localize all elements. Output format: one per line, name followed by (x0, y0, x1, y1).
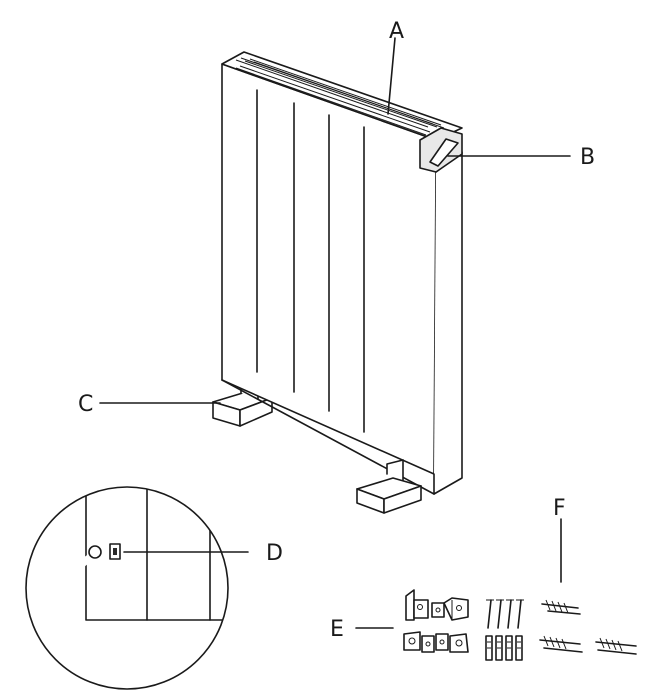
brackets-lower (404, 632, 468, 652)
fixing-bolts (540, 600, 636, 654)
label-f: F (553, 496, 566, 521)
label-b: B (580, 145, 595, 170)
heater (213, 52, 462, 513)
label-a: A (389, 19, 404, 44)
bolt-group-3 (596, 638, 636, 654)
brackets-upper (406, 590, 468, 620)
label-e: E (330, 617, 344, 642)
detail-view (26, 470, 240, 689)
bolt-group-1 (542, 600, 580, 614)
bolt-group-2 (540, 636, 582, 652)
wall-plugs (486, 636, 522, 660)
foot-right (357, 460, 421, 513)
screws (486, 600, 524, 628)
mounting-kit (404, 590, 524, 660)
label-c: C (78, 392, 93, 417)
side-panel (434, 152, 462, 494)
label-d: D (266, 541, 283, 566)
